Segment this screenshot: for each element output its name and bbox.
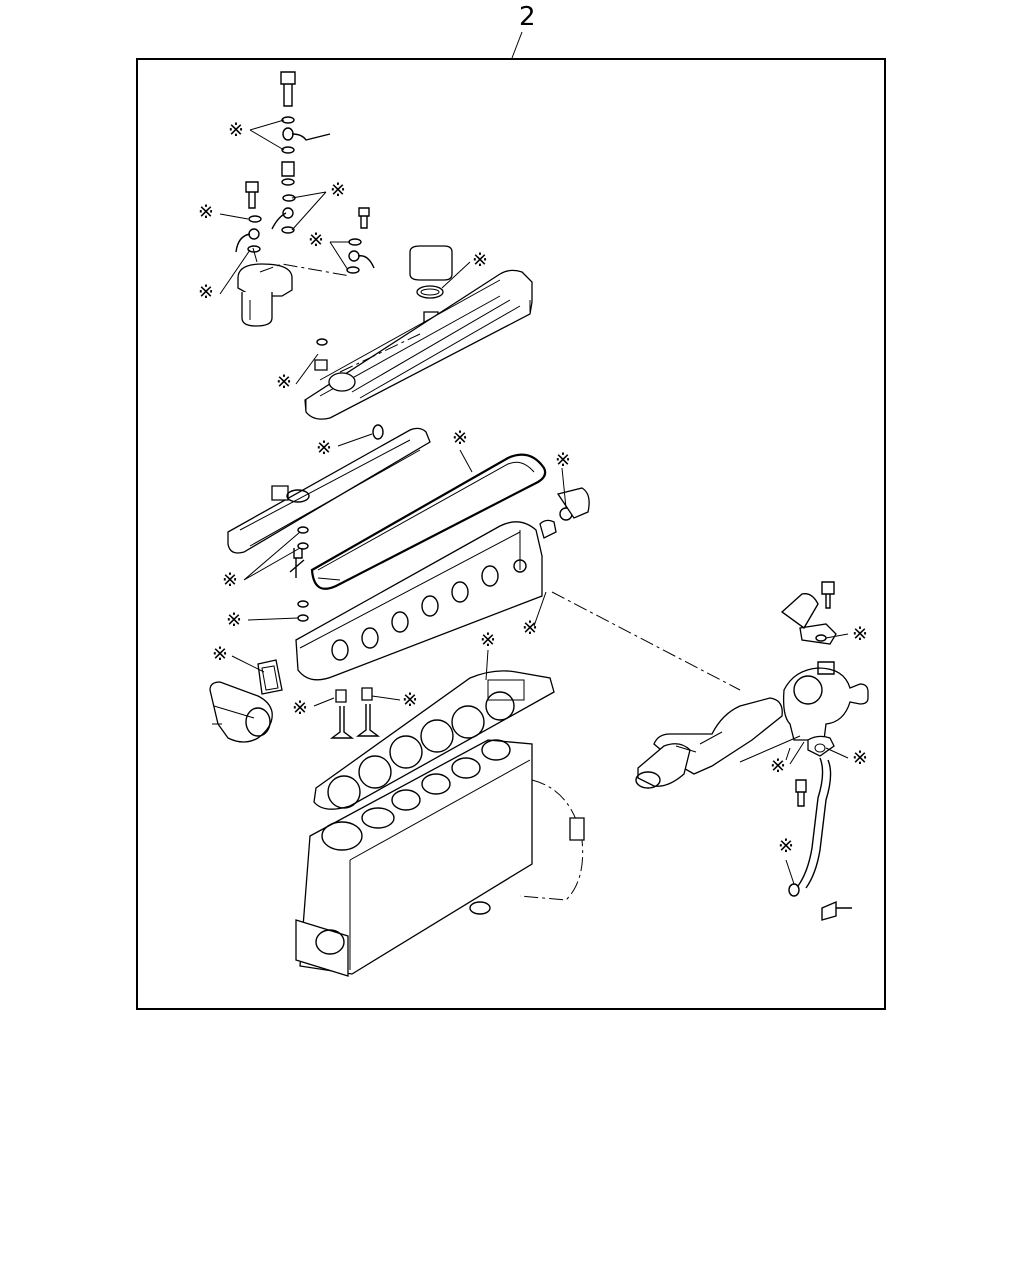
head-to-turbo-dash	[551, 591, 741, 691]
kit-marker: ※	[226, 609, 299, 631]
exhaust-elbow	[635, 697, 783, 789]
callout-leader	[511, 31, 523, 59]
cylinder-block	[295, 739, 585, 977]
thermostat-housing	[209, 659, 283, 743]
kit-marker: ※	[212, 643, 265, 673]
kit-marker: ※	[316, 433, 373, 459]
kit-marker: ※	[825, 623, 868, 645]
svg-text:※: ※	[316, 437, 332, 459]
rocker-cover-gasket	[310, 453, 547, 590]
kit-marker: ※	[292, 697, 335, 719]
turbocharger	[780, 581, 869, 741]
intake-valves	[329, 687, 381, 739]
svg-text:※: ※	[226, 609, 242, 631]
kit-markers: ※ ※ ※ ※ ※ ※ ※ ※ ※ ※ ※ ※ ※ ※ ※ ※ ※ ※ ※ ※ …	[198, 119, 868, 885]
kit-marker: ※	[222, 531, 301, 591]
kit-marker: ※	[291, 179, 346, 231]
injector-gasket-strip	[227, 424, 431, 622]
head-gasket	[313, 670, 555, 810]
kit-marker: ※	[480, 629, 496, 681]
kit-marker: ※	[825, 747, 868, 769]
svg-text:※: ※	[770, 755, 786, 777]
kit-marker: ※	[276, 353, 319, 393]
kit-marker: ※	[198, 201, 249, 223]
svg-text:※: ※	[402, 689, 418, 711]
svg-text:※: ※	[522, 617, 538, 639]
kit-marker: ※	[228, 119, 285, 151]
svg-text:※: ※	[198, 281, 214, 303]
kit-marker: ※	[441, 249, 488, 289]
svg-text:※: ※	[212, 643, 228, 665]
valve-cover	[304, 269, 533, 420]
svg-text:※: ※	[198, 201, 214, 223]
kit-marker: ※	[770, 741, 805, 777]
kit-marker: ※	[555, 449, 571, 509]
svg-text:※: ※	[276, 371, 292, 393]
svg-text:※: ※	[778, 835, 794, 857]
fuel-filter-assembly	[235, 71, 375, 327]
svg-text:※: ※	[222, 569, 238, 591]
svg-text:※: ※	[852, 623, 868, 645]
svg-text:※: ※	[452, 427, 468, 449]
turbo-oil-pipe	[788, 735, 852, 921]
svg-text:※: ※	[228, 119, 244, 141]
svg-text:※: ※	[292, 697, 308, 719]
svg-text:※: ※	[330, 179, 346, 201]
callout-number: 2	[519, 2, 536, 32]
kit-marker: ※	[778, 835, 795, 885]
kit-marker: ※	[452, 427, 473, 473]
svg-text:※: ※	[852, 747, 868, 769]
kit-marker: ※	[198, 249, 251, 303]
breather-assembly	[409, 245, 453, 329]
kit-marker: ※	[371, 689, 418, 711]
diagram-frame	[136, 58, 886, 1010]
kit-marker: ※	[522, 591, 547, 639]
svg-text:※: ※	[480, 629, 496, 651]
svg-text:※: ※	[555, 449, 571, 471]
svg-text:※: ※	[308, 229, 324, 251]
kit-marker: ※	[308, 229, 350, 271]
svg-text:※: ※	[472, 249, 488, 271]
cylinder-head	[295, 487, 590, 681]
